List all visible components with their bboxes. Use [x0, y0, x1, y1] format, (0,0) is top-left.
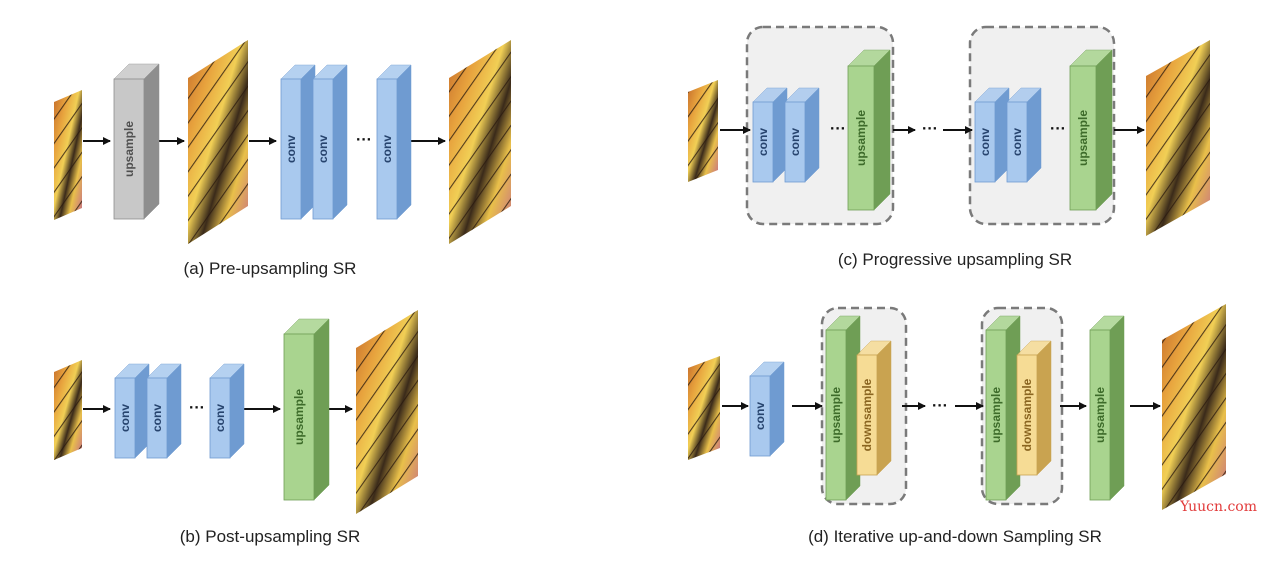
- conv-block-c2: conv: [784, 87, 820, 183]
- upsample-block-d3: upsample: [1089, 315, 1125, 501]
- conv-block-c3: conv: [974, 87, 1010, 183]
- conv-block-a1-label: conv: [284, 135, 298, 163]
- ellipsis-d1: ···: [932, 398, 948, 415]
- caption-progressive-upsampling: (c) Progressive upsampling SR: [837, 250, 1073, 269]
- conv-block-b3: conv: [209, 363, 245, 459]
- hr-output-image-b: [356, 310, 418, 514]
- upsample-block-d2-label: upsample: [989, 387, 1003, 443]
- downsample-block-d1: downsample: [856, 340, 892, 476]
- conv-block-c3-label: conv: [978, 128, 992, 156]
- upsample-block-d1-label: upsample: [829, 387, 843, 443]
- hr-output-image-a: [449, 40, 511, 244]
- upsample-block-b-label: upsample: [292, 389, 306, 445]
- caption-pre-upsampling: (a) Pre-upsampling SR: [183, 259, 357, 278]
- conv-block-a3-label: conv: [380, 135, 394, 163]
- conv-block-c1: conv: [752, 87, 788, 183]
- lr-input-image-c: [688, 80, 718, 182]
- conv-block-a3: conv: [376, 64, 412, 220]
- upsample-block-d3-label: upsample: [1093, 387, 1107, 443]
- lr-input-image-a: [54, 90, 82, 220]
- upsample-block-a-label: upsample: [122, 121, 136, 177]
- upsample-block-d1: upsample: [825, 315, 861, 501]
- upsample-block-c2-label: upsample: [1076, 110, 1090, 166]
- conv-block-a2-label: conv: [316, 135, 330, 163]
- conv-block-a1: conv: [280, 64, 316, 220]
- upsampled-image-a: [188, 40, 248, 244]
- conv-block-c2-label: conv: [788, 128, 802, 156]
- conv-block-b2: conv: [146, 363, 182, 459]
- ellipsis-b: ···: [189, 400, 205, 417]
- downsample-block-d2-label: downsample: [1020, 378, 1034, 451]
- lr-input-image-d: [688, 356, 720, 460]
- conv-block-c4-label: conv: [1010, 128, 1024, 156]
- conv-block-d1: conv: [749, 361, 785, 457]
- conv-block-b1-label: conv: [118, 404, 132, 432]
- upsample-block-d2: upsample: [985, 315, 1021, 501]
- ellipsis-c1: ···: [830, 121, 846, 138]
- conv-block-c4: conv: [1006, 87, 1042, 183]
- upsample-block-c2: upsample: [1069, 49, 1113, 211]
- conv-block-a2: conv: [312, 64, 348, 220]
- ellipsis-c3: ···: [1050, 121, 1066, 138]
- downsample-block-d2: downsample: [1016, 340, 1052, 476]
- caption-post-upsampling: (b) Post-upsampling SR: [179, 527, 361, 546]
- caption-iterative-up-down: (d) Iterative up-and-down Sampling SR: [808, 527, 1102, 546]
- upsample-block-a: upsample: [113, 63, 160, 220]
- conv-block-d1-label: conv: [753, 402, 767, 430]
- hr-output-image-c: [1146, 40, 1210, 236]
- conv-block-b2-label: conv: [150, 404, 164, 432]
- downsample-block-d1-label: downsample: [860, 378, 874, 451]
- upsample-block-c1: upsample: [847, 49, 891, 211]
- conv-block-b3-label: conv: [213, 404, 227, 432]
- conv-block-c1-label: conv: [756, 128, 770, 156]
- watermark: Yuucn.com: [1180, 499, 1257, 515]
- conv-block-b1: conv: [114, 363, 150, 459]
- ellipsis-a: ···: [356, 132, 372, 149]
- lr-input-image-b: [54, 360, 82, 460]
- ellipsis-c2: ···: [922, 121, 938, 138]
- hr-output-image-d: [1162, 304, 1226, 510]
- upsample-block-c1-label: upsample: [854, 110, 868, 166]
- upsample-block-b: upsample: [283, 318, 330, 501]
